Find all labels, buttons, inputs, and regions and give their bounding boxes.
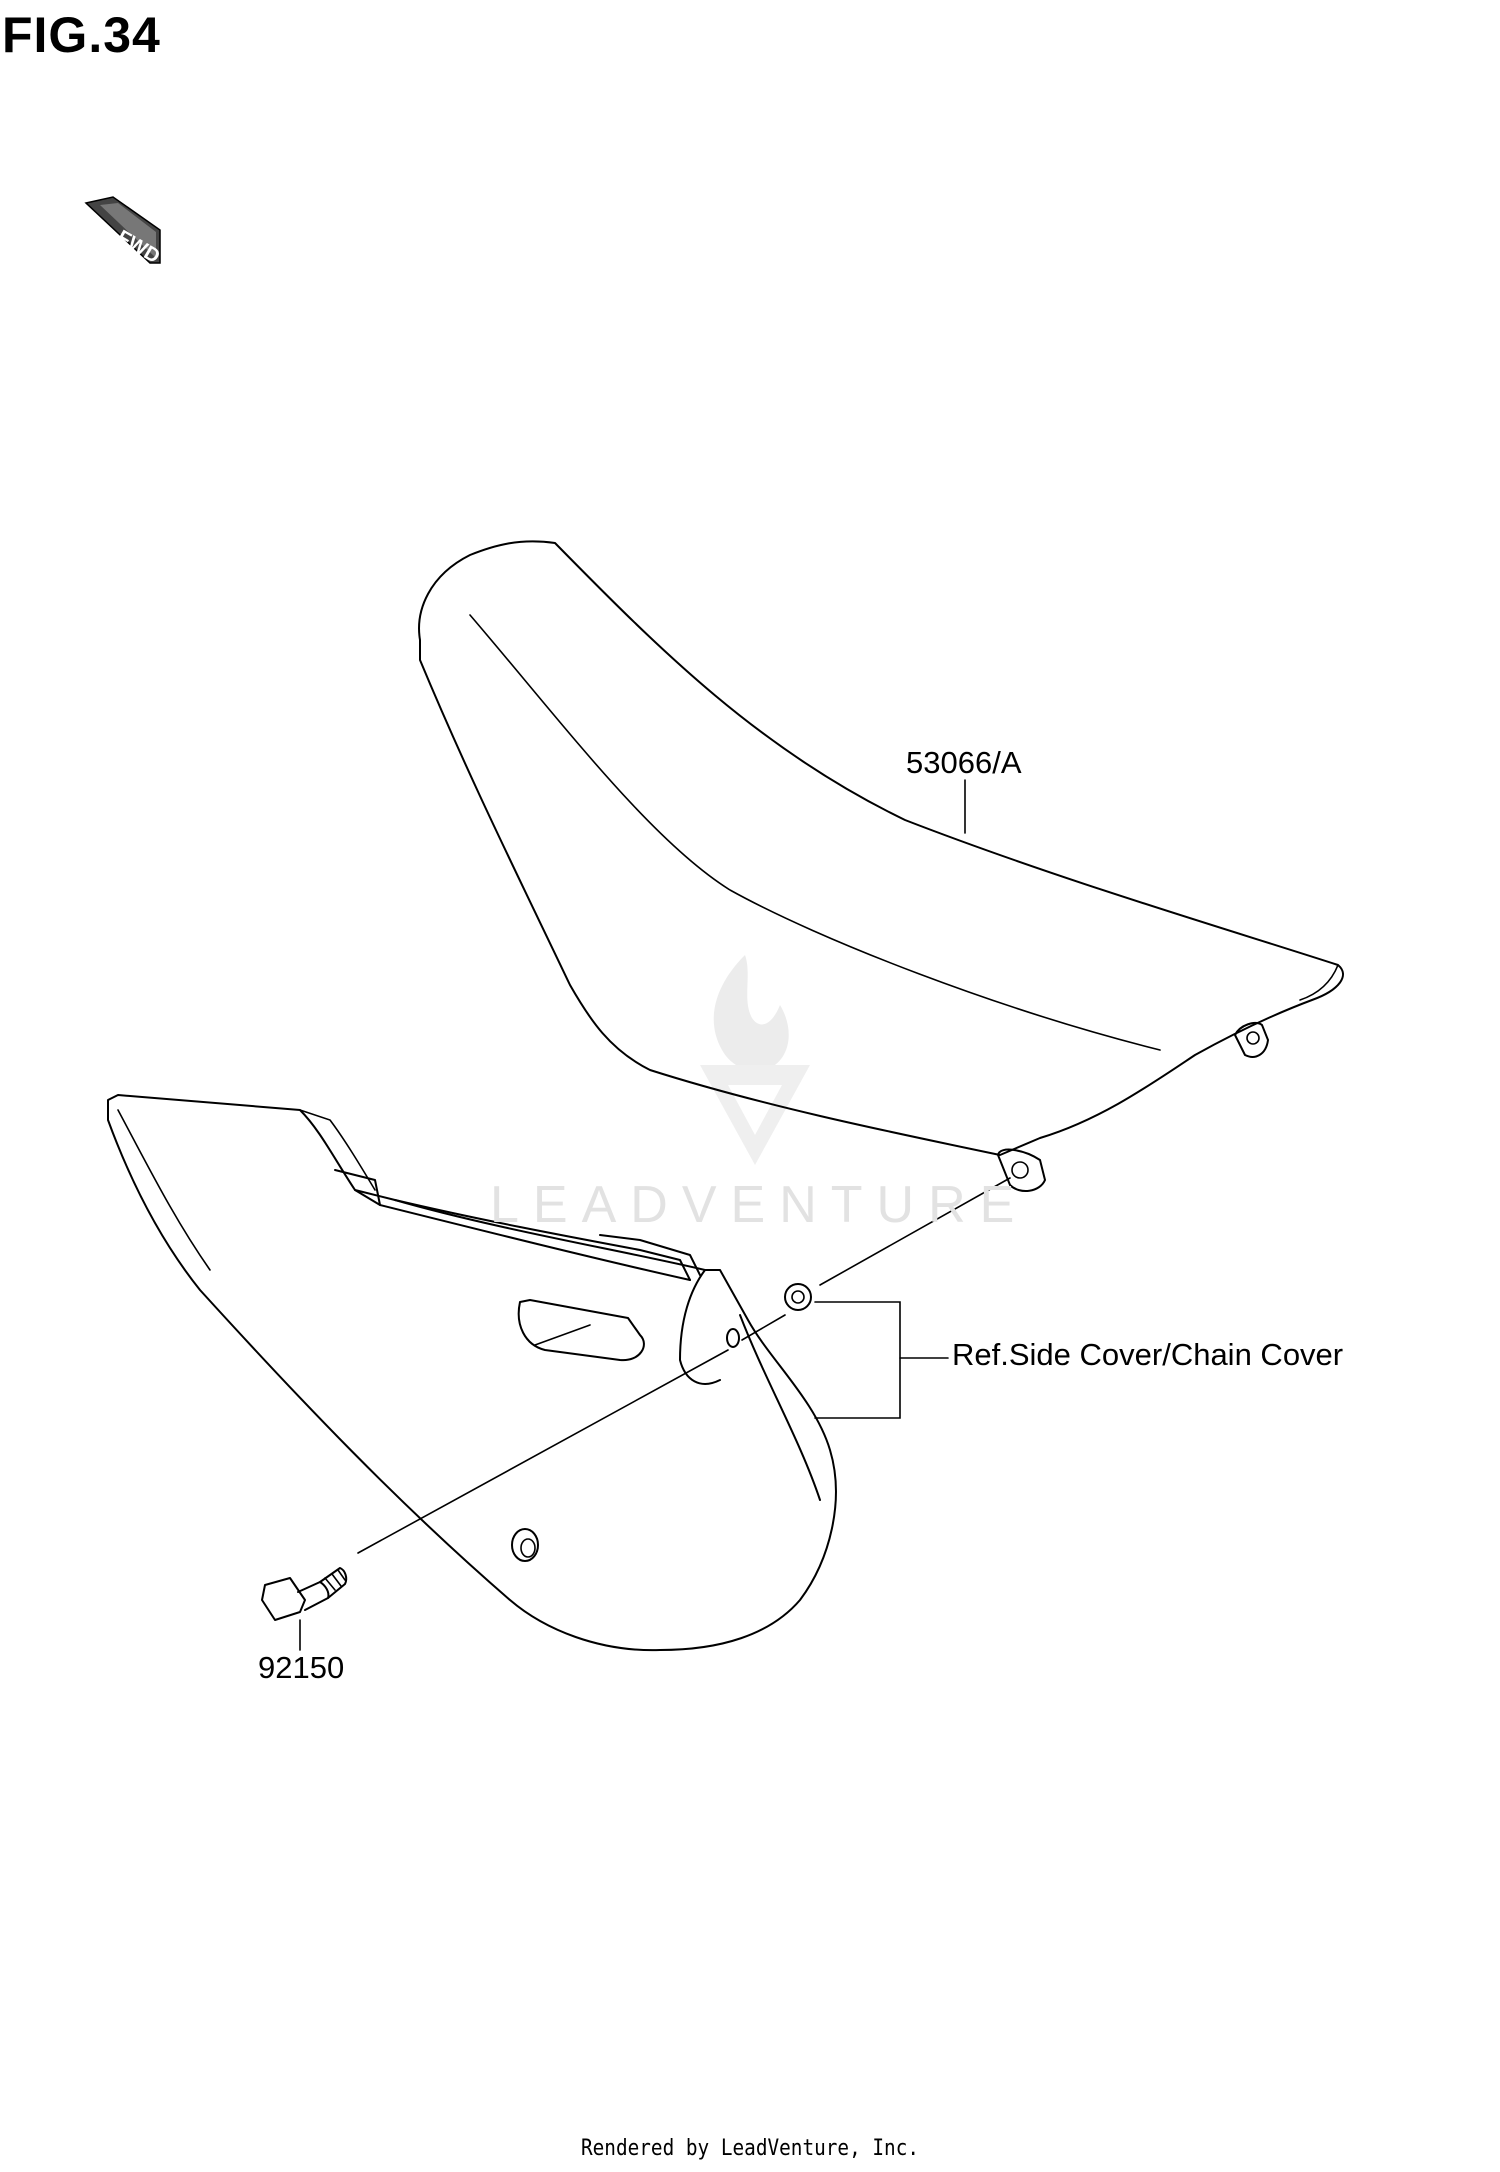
grommet-drawing [784, 1283, 812, 1311]
footer-credit: Rendered by LeadVenture, Inc. [580, 2136, 920, 2161]
figure-title: FIG.34 [2, 7, 161, 63]
fwd-arrow-icon: FWD [84, 196, 164, 268]
leadventure-flame-logo [700, 955, 810, 1165]
side-cover-drawing [107, 1094, 837, 1652]
assembly-lines [299, 779, 1011, 1651]
callout-seat[interactable]: 53066/A [906, 745, 1022, 780]
seat-drawing [418, 540, 1344, 1192]
bolt-drawing [261, 1567, 348, 1621]
callout-reference[interactable]: Ref.Side Cover/Chain Cover [952, 1337, 1344, 1372]
callout-bolt[interactable]: 92150 [258, 1650, 345, 1685]
watermark-text: LEADVENTURE [490, 1176, 1029, 1234]
